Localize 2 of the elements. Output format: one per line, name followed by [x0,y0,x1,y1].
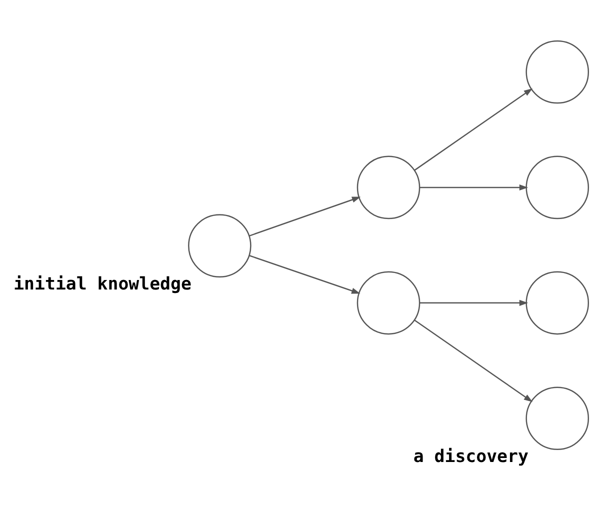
node-label: a discovery [413,446,528,467]
node-label: initial knowledge [14,274,192,294]
